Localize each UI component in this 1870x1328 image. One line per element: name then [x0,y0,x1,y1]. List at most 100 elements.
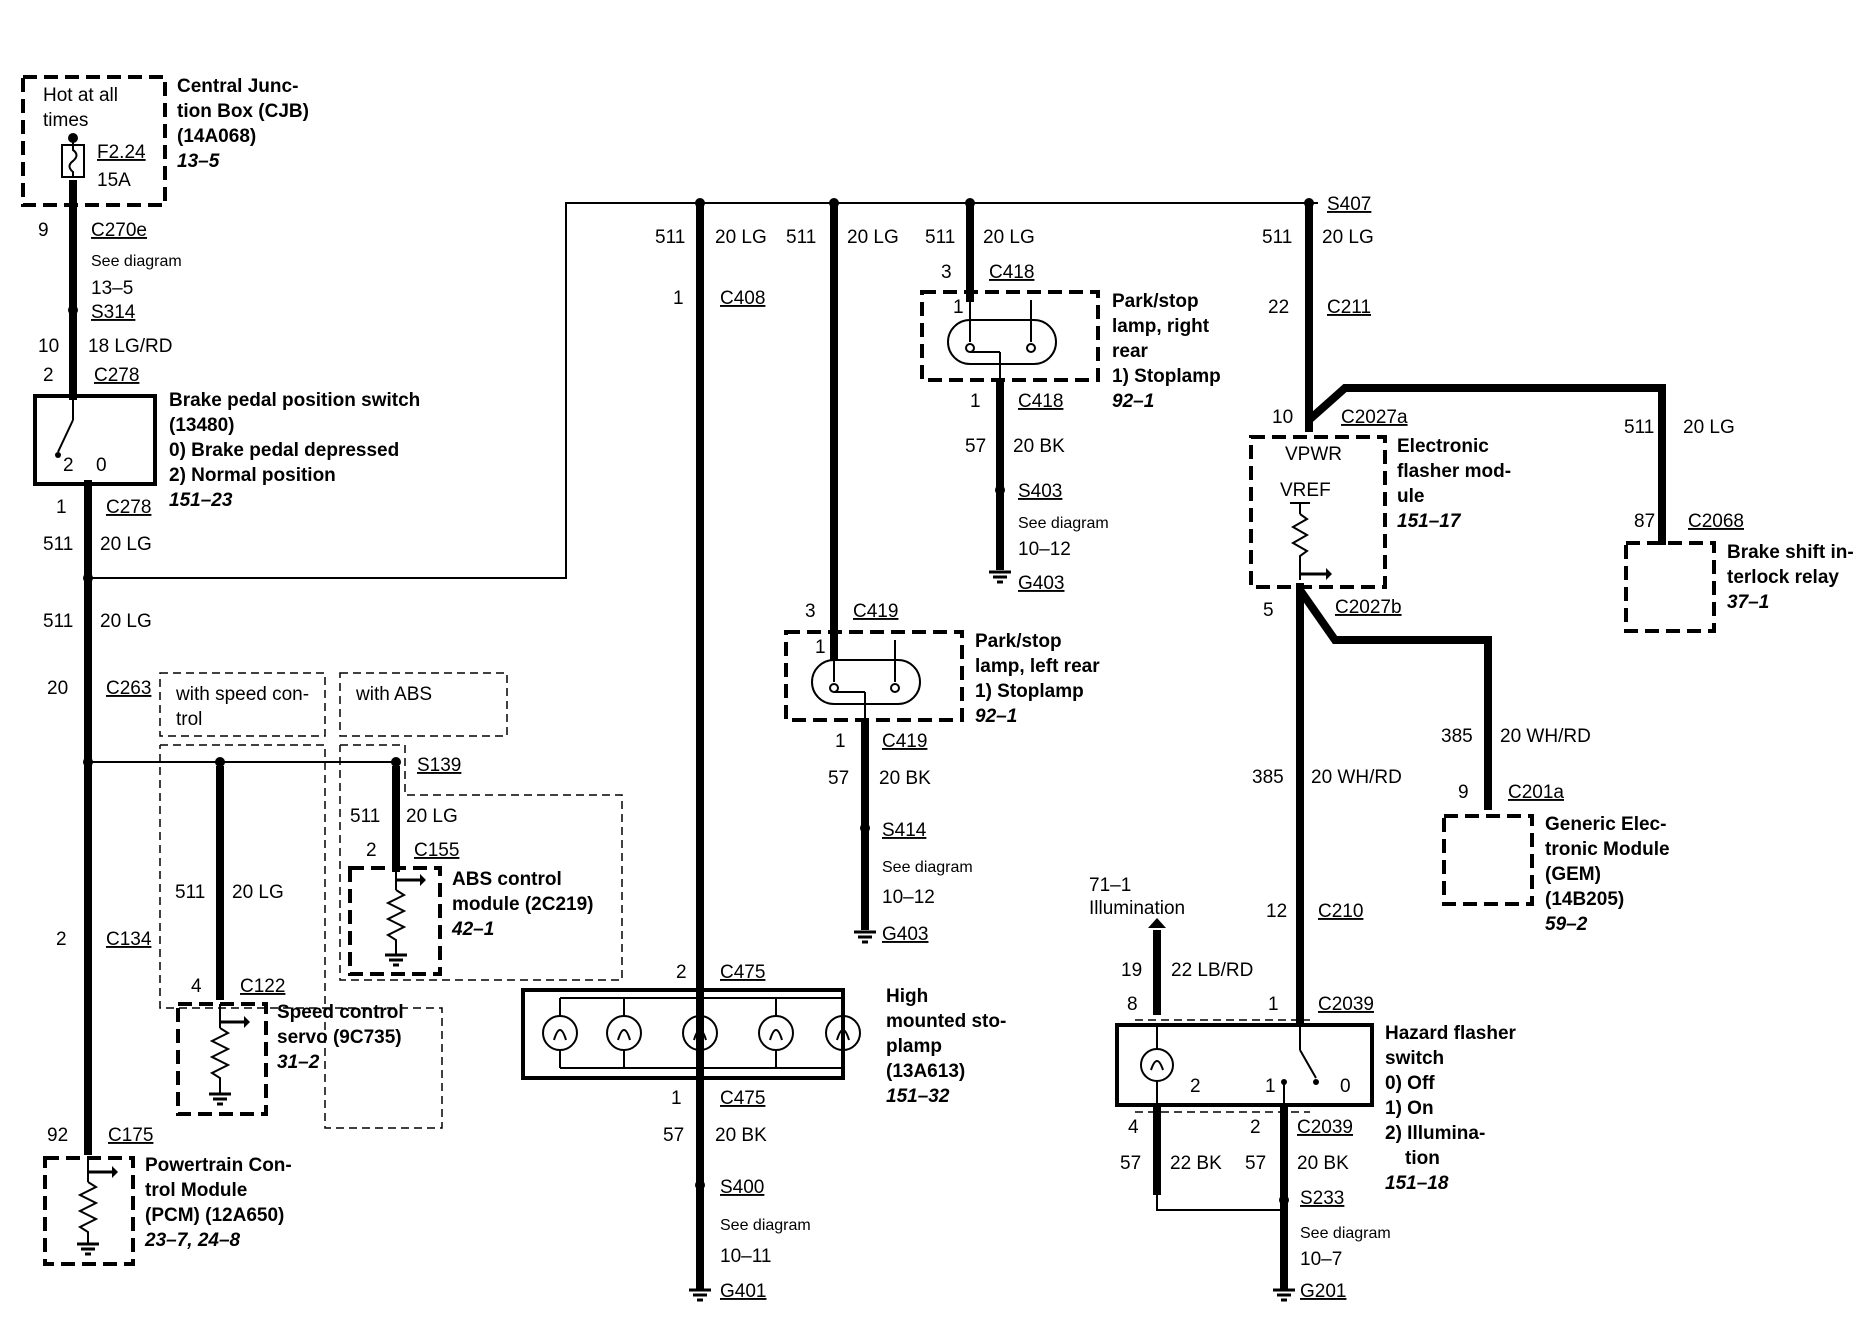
svg-text:385: 385 [1441,726,1473,747]
svg-text:with speed con-: with speed con- [175,684,309,705]
svg-text:Park/stop: Park/stop [1112,291,1199,312]
svg-text:511: 511 [1262,227,1292,248]
svg-text:Electronic: Electronic [1397,436,1489,457]
svg-text:1: 1 [970,391,981,412]
hazard-flasher-switch: 2 1 0 Hazard flasher switch 0) Off 1) On… [1115,1019,1517,1194]
svg-text:511: 511 [43,611,73,632]
svg-text:(13A613): (13A613) [886,1061,965,1082]
svg-text:1: 1 [953,297,964,318]
svg-text:(14A068): (14A068) [177,126,256,147]
svg-text:0: 0 [1340,1076,1351,1097]
svg-text:151–23: 151–23 [169,490,233,511]
svg-text:22 LB/RD: 22 LB/RD [1171,960,1253,981]
svg-text:151–18: 151–18 [1385,1173,1449,1194]
svg-text:switch: switch [1385,1048,1444,1069]
svg-text:31–2: 31–2 [277,1052,320,1073]
svg-text:2: 2 [1250,1117,1261,1138]
svg-text:20 LG: 20 LG [232,882,284,903]
svg-text:385: 385 [1252,767,1284,788]
abs-control-module: ABS control module (2C219) 42–1 [348,866,593,976]
bulb-icon [606,1015,642,1051]
svg-text:terlock relay: terlock relay [1727,567,1839,588]
svg-text:G201: G201 [1300,1281,1346,1302]
svg-text:C2039: C2039 [1297,1117,1353,1138]
svg-text:20 BK: 20 BK [1013,436,1065,457]
svg-text:87: 87 [1634,511,1655,532]
svg-text:S314: S314 [91,302,136,323]
svg-text:511: 511 [786,227,816,248]
svg-text:See diagram: See diagram [720,1217,811,1234]
svg-text:10: 10 [38,336,59,357]
svg-text:151–32: 151–32 [886,1086,950,1107]
svg-text:22 BK: 22 BK [1170,1153,1222,1174]
svg-text:Central Junc-: Central Junc- [177,76,298,97]
left-main-wire [68,180,93,1155]
svg-text:20 BK: 20 BK [879,768,931,789]
svg-text:92–1: 92–1 [1112,391,1154,412]
svg-text:lamp, right: lamp, right [1112,316,1210,337]
svg-text:18 LG/RD: 18 LG/RD [88,336,172,357]
svg-text:19: 19 [1121,960,1142,981]
svg-text:92: 92 [47,1125,68,1146]
svg-text:module (2C219): module (2C219) [452,894,593,915]
svg-text:See diagram: See diagram [1018,515,1109,532]
svg-text:High: High [886,986,928,1007]
svg-text:See diagram: See diagram [882,859,973,876]
electronic-flasher-module: VPWR VREF Electronic flasher mod- ule 15… [1249,435,1511,589]
svg-text:71–1: 71–1 [1089,875,1131,896]
svg-text:13–5: 13–5 [91,278,133,299]
park-stop-lamp-left-rear: 1 Park/stop lamp, left rear 1) Stoplamp … [784,630,1100,740]
svg-text:C122: C122 [240,976,285,997]
svg-text:511: 511 [1624,417,1654,438]
svg-text:1: 1 [671,1088,682,1109]
generic-electronic-module: Generic Elec- tronic Module (GEM) (14B20… [1442,814,1670,935]
svg-text:flasher mod-: flasher mod- [1397,461,1511,482]
cjb-block: Hot at all times F2.24 15A Central Junc-… [21,75,309,207]
svg-text:VREF: VREF [1280,480,1331,501]
svg-text:Brake shift in-: Brake shift in- [1727,542,1854,563]
svg-text:(14B205): (14B205) [1545,889,1624,910]
svg-text:10–12: 10–12 [1018,539,1071,560]
svg-text:tronic Module: tronic Module [1545,839,1670,860]
svg-text:57: 57 [1245,1153,1266,1174]
svg-text:C175: C175 [108,1125,153,1146]
svg-text:trol Module: trol Module [145,1180,247,1201]
svg-text:C475: C475 [720,962,765,983]
svg-text:511: 511 [43,534,73,555]
svg-text:2: 2 [43,365,54,386]
svg-text:Generic Elec-: Generic Elec- [1545,814,1666,835]
svg-text:37–1: 37–1 [1727,592,1769,613]
high-mounted-stoplamp: High mounted sto- plamp (13A613) 151–32 [521,986,1006,1107]
svg-text:rear: rear [1112,341,1149,362]
svg-text:2: 2 [56,929,67,950]
svg-text:20 LG: 20 LG [847,227,899,248]
svg-text:See diagram: See diagram [1300,1225,1391,1242]
svg-text:13–5: 13–5 [177,151,220,172]
svg-text:tion Box (CJB): tion Box (CJB) [177,101,309,122]
svg-text:0) Off: 0) Off [1385,1073,1435,1094]
svg-text:C2027a: C2027a [1341,407,1408,428]
svg-text:15A: 15A [97,170,131,191]
svg-text:Hazard flasher: Hazard flasher [1385,1023,1517,1044]
svg-text:10–11: 10–11 [720,1246,771,1267]
svg-text:C2039: C2039 [1318,994,1374,1015]
svg-text:511: 511 [350,806,380,827]
svg-text:(13480): (13480) [169,415,235,436]
svg-text:trol: trol [176,709,202,730]
svg-text:20 BK: 20 BK [1297,1153,1349,1174]
svg-text:C155: C155 [414,840,459,861]
svg-text:57: 57 [663,1125,684,1146]
svg-text:42–1: 42–1 [451,919,494,940]
svg-text:C475: C475 [720,1088,765,1109]
svg-text:2: 2 [366,840,377,861]
svg-text:2: 2 [1190,1076,1201,1097]
abs-region [339,744,623,981]
svg-text:(PCM) (12A650): (PCM) (12A650) [145,1205,284,1226]
svg-text:9: 9 [1458,782,1469,803]
svg-text:C210: C210 [1318,901,1363,922]
svg-text:with ABS: with ABS [355,684,432,705]
park-stop-lamp-right-rear: 1 Park/stop lamp, right rear 1) Stoplamp… [920,290,1221,412]
svg-text:C2068: C2068 [1688,511,1744,532]
svg-text:3: 3 [805,601,816,622]
speed-control-servo: Speed control servo (9C735) 31–2 [176,1002,404,1116]
